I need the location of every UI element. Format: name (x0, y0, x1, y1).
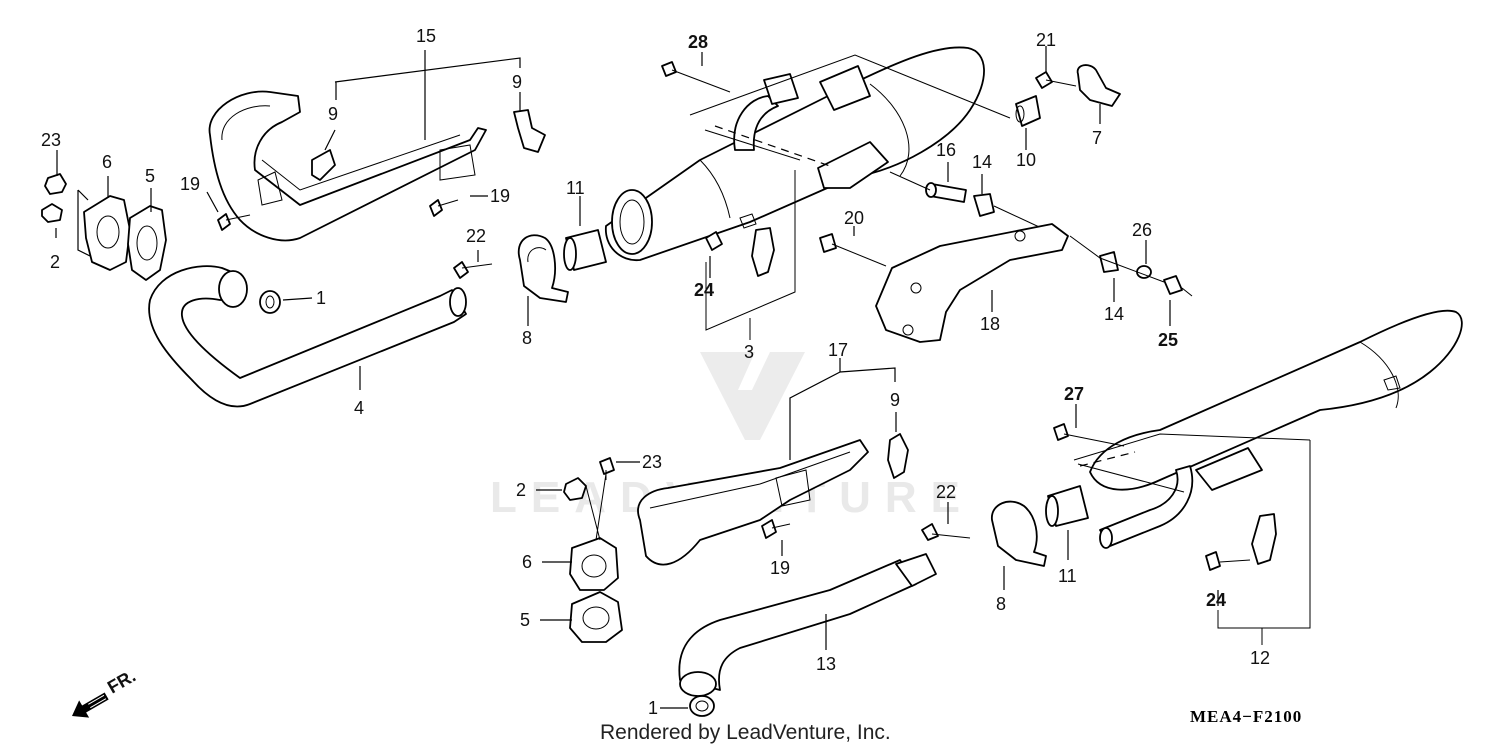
callout-12: 12 (1250, 648, 1270, 668)
callout-9b: 9 (328, 104, 338, 124)
callout-28: 28 (688, 32, 708, 52)
direction-label: FR. (104, 666, 139, 698)
callout-7: 7 (1092, 128, 1102, 148)
callout-26: 26 (1132, 220, 1152, 240)
callout-2-bottom: 2 (516, 480, 526, 500)
callout-24-bottom: 24 (1206, 590, 1226, 610)
callout-1-top: 1 (316, 288, 326, 308)
callout-19a: 19 (180, 174, 200, 194)
callout-5-top: 5 (145, 166, 155, 186)
flange-6-bottom[interactable] (569, 537, 619, 591)
callout-6-top: 6 (102, 152, 112, 172)
grommet-14b[interactable] (1099, 251, 1119, 273)
callout-13: 13 (816, 654, 836, 674)
callout-9c: 9 (890, 390, 900, 410)
callout-14a: 14 (972, 152, 992, 172)
callout-10: 10 (1016, 150, 1036, 170)
grommet-14a[interactable] (973, 193, 995, 217)
stay-clip-upper-a[interactable] (311, 149, 336, 181)
callout-22-top: 22 (466, 226, 486, 246)
callout-16: 16 (936, 140, 956, 160)
bolt-27[interactable] (1053, 423, 1125, 447)
joint-11-top[interactable] (563, 229, 607, 271)
bolt-24-top[interactable] (705, 231, 723, 251)
callout-14b: 14 (1104, 304, 1124, 324)
callout-9a: 9 (512, 72, 522, 92)
callout-1-bottom: 1 (648, 698, 658, 718)
callout-5-bottom: 5 (520, 610, 530, 630)
bolt-28[interactable] (661, 61, 731, 93)
callout-8-bottom: 8 (996, 594, 1006, 614)
nut-2-top[interactable] (41, 203, 63, 223)
callout-2-top: 2 (50, 252, 60, 272)
callout-17: 17 (828, 340, 848, 360)
stud-bolt-23-bottom[interactable] (599, 457, 615, 480)
clamp-8-top[interactable] (517, 234, 569, 303)
heat-shield-upper[interactable] (208, 90, 487, 242)
callout-21: 21 (1036, 30, 1056, 50)
exhaust-pipe-4[interactable] (148, 265, 467, 408)
callout-27: 27 (1064, 384, 1084, 404)
callout-19c: 19 (770, 558, 790, 578)
diagram-code: MEA4−F2100 (1190, 707, 1302, 726)
stay-band-bottom[interactable] (1251, 513, 1277, 565)
callout-19b: 19 (490, 186, 510, 206)
nut-25[interactable] (1163, 275, 1193, 297)
callout-6-bottom: 6 (522, 552, 532, 572)
callout-15: 15 (416, 26, 436, 46)
flange-6-top[interactable] (83, 195, 131, 271)
band-7[interactable] (1076, 64, 1121, 107)
bracket-18[interactable] (875, 223, 1069, 343)
exhaust-pipe-13[interactable] (678, 553, 937, 697)
bolt-21[interactable] (1035, 71, 1077, 89)
bolt-22-top[interactable] (453, 261, 493, 279)
collar-16[interactable] (925, 182, 967, 203)
render-credit: Rendered by LeadVenture, Inc. (600, 721, 891, 744)
stud-bolt-23-top[interactable] (44, 173, 67, 195)
grommet-10[interactable] (1015, 95, 1041, 127)
callout-3: 3 (744, 342, 754, 362)
callout-24-top: 24 (694, 280, 714, 300)
bolt-24-bottom[interactable] (1205, 551, 1251, 571)
gasket-1-bottom[interactable] (689, 695, 715, 717)
gasket-5-top[interactable] (127, 205, 167, 281)
front-direction-arrow-icon (72, 692, 109, 718)
stay-clip-upper-b[interactable] (513, 109, 546, 153)
gasket-5-bottom[interactable] (569, 591, 623, 643)
bolt-19b[interactable] (429, 199, 459, 217)
callout-4: 4 (354, 398, 364, 418)
callout-25: 25 (1158, 330, 1178, 350)
nut-2-bottom[interactable] (563, 477, 587, 501)
muffler-lower-12[interactable] (1089, 309, 1463, 549)
callout-18: 18 (980, 314, 1000, 334)
callout-23-bottom: 23 (642, 452, 662, 472)
callout-20: 20 (844, 208, 864, 228)
callout-8-top: 8 (522, 328, 532, 348)
stay-band-top[interactable] (751, 227, 775, 277)
gasket-1-top[interactable] (259, 290, 281, 314)
callout-23-top: 23 (41, 130, 61, 150)
joint-11-bottom[interactable] (1045, 485, 1089, 527)
stay-clip-lower[interactable] (887, 433, 909, 479)
callout-11-top: 11 (566, 178, 585, 198)
clamp-8-bottom[interactable] (991, 500, 1047, 567)
bolt-19a[interactable] (217, 213, 251, 231)
bolt-20[interactable] (819, 233, 887, 267)
callout-22-bottom: 22 (936, 482, 956, 502)
callout-11-bottom: 11 (1058, 566, 1077, 586)
bolt-22-bottom[interactable] (921, 523, 971, 541)
heat-shield-lower-17[interactable] (637, 439, 869, 566)
bolt-19c[interactable] (761, 519, 791, 539)
